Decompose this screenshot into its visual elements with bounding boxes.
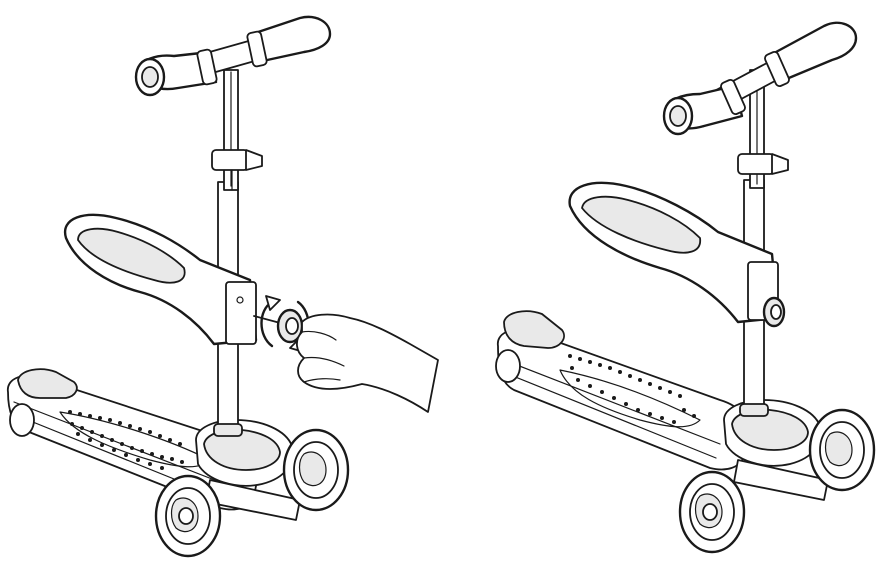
left-screw-knob	[253, 308, 304, 344]
right-handlebar	[662, 21, 858, 136]
left-hand	[296, 313, 439, 413]
right-seat	[568, 181, 780, 324]
left-handlebar	[134, 15, 332, 97]
left-panel-scooter	[7, 15, 439, 558]
right-installed-knob	[762, 296, 786, 328]
left-front-wheel-a	[154, 474, 222, 558]
left-stem-clamp	[211, 149, 263, 191]
left-front-wheel-b	[282, 428, 350, 512]
left-stem	[213, 69, 243, 437]
right-stem-clamp	[737, 153, 789, 175]
left-seat	[63, 213, 258, 346]
right-front-wheel-a	[678, 470, 746, 554]
right-panel-scooter	[495, 21, 876, 554]
right-deck	[495, 310, 750, 471]
right-front-wheel-b	[808, 408, 876, 492]
